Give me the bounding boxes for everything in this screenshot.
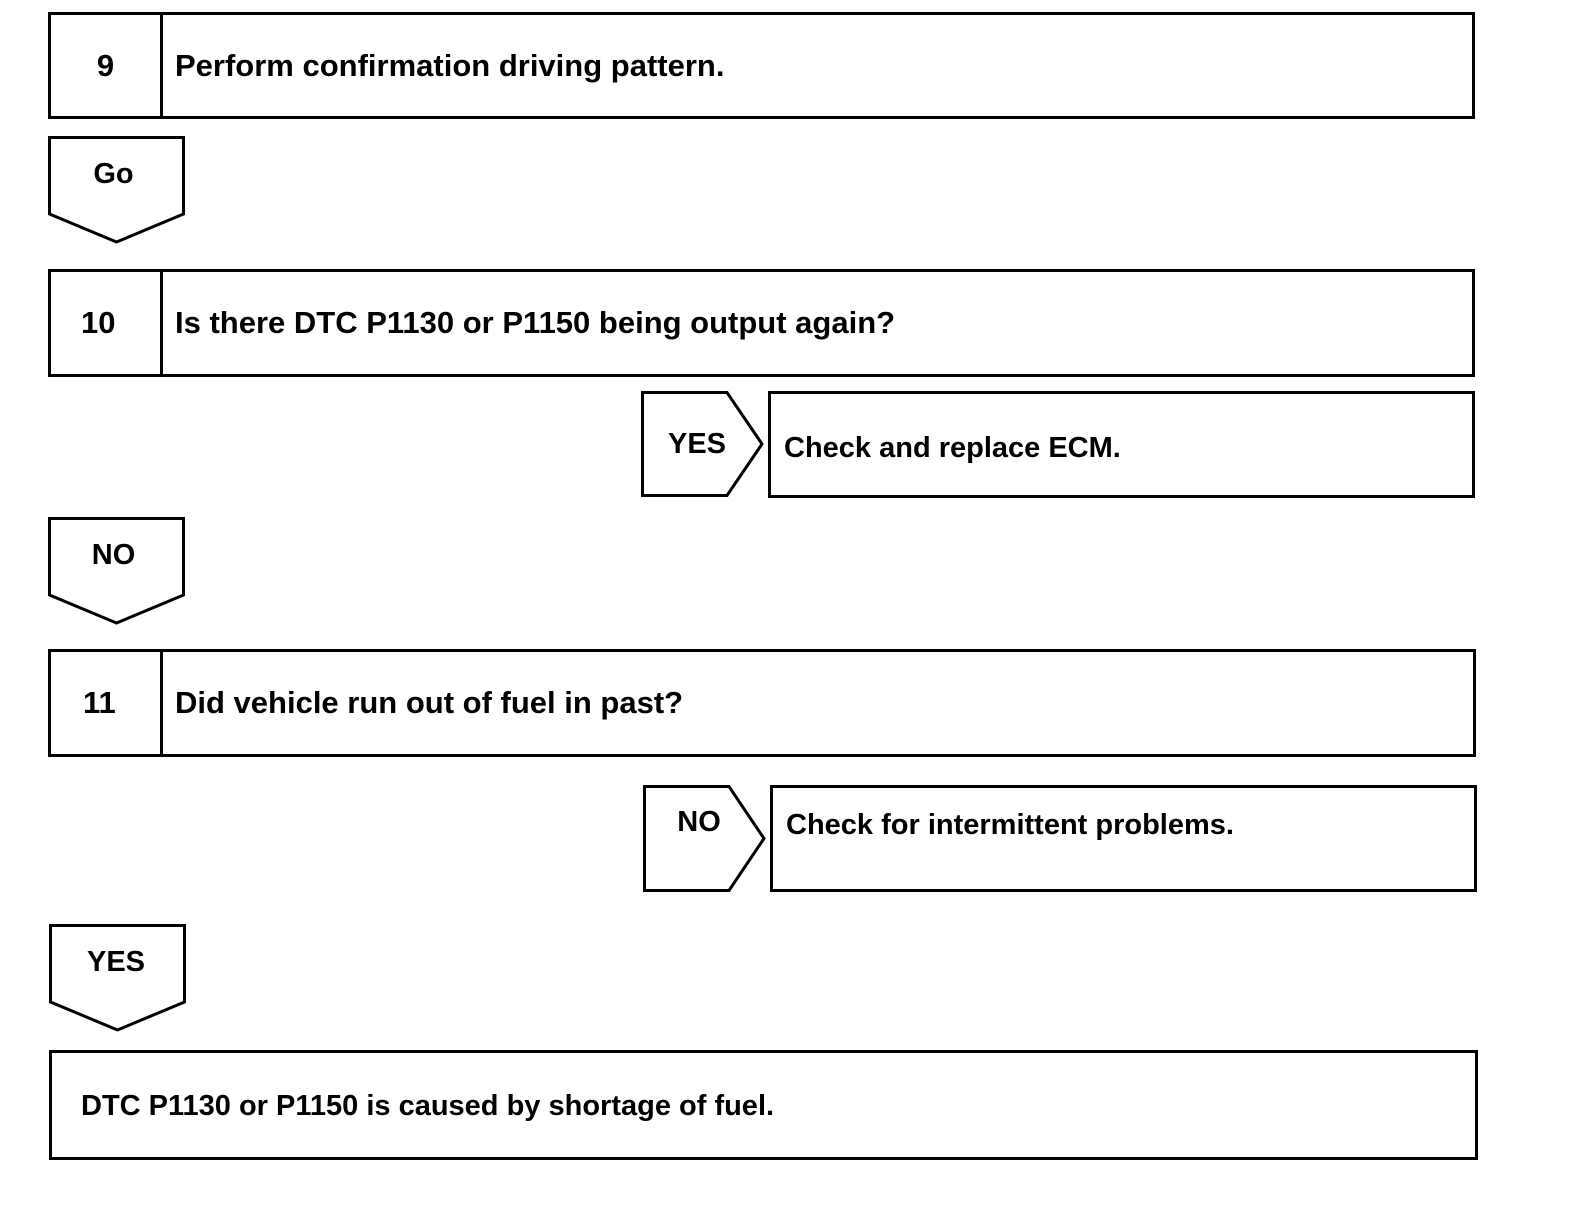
- step-number: 10: [51, 272, 163, 374]
- no-label: NO: [677, 806, 721, 838]
- down-pentagon-shape: [48, 517, 185, 625]
- yes-label: YES: [667, 428, 727, 460]
- result-text: Check and replace ECM.: [784, 432, 1121, 464]
- step-11-box: 11 Did vehicle run out of fuel in past?: [48, 649, 1476, 757]
- step-number: 11: [51, 652, 163, 754]
- down-pentagon-shape: [49, 924, 186, 1032]
- intermittent-problems-result-box: Check for intermittent problems.: [770, 785, 1477, 892]
- no-right-arrow: NO: [643, 785, 767, 892]
- step-text: Is there DTC P1130 or P1150 being output…: [175, 305, 896, 340]
- step-number: 9: [51, 15, 163, 116]
- right-pentagon-shape: [641, 391, 764, 497]
- yes-label: YES: [86, 946, 146, 978]
- yes-right-arrow: YES: [641, 391, 765, 497]
- right-pentagon-shape: [643, 785, 766, 892]
- replace-ecm-result-box: Check and replace ECM.: [768, 391, 1475, 498]
- result-text: Check for intermittent problems.: [786, 809, 1234, 841]
- go-down-arrow: Go: [48, 136, 185, 244]
- yes-down-arrow: YES: [49, 924, 186, 1032]
- no-down-arrow: NO: [48, 517, 185, 625]
- step-9-box: 9 Perform confirmation driving pattern.: [48, 12, 1475, 119]
- fuel-shortage-result-box: DTC P1130 or P1150 is caused by shortage…: [49, 1050, 1478, 1160]
- result-text: DTC P1130 or P1150 is caused by shortage…: [81, 1090, 775, 1122]
- step-10-box: 10 Is there DTC P1130 or P1150 being out…: [48, 269, 1475, 377]
- step-text: Did vehicle run out of fuel in past?: [175, 685, 684, 720]
- no-label: NO: [91, 539, 136, 571]
- step-text: Perform confirmation driving pattern.: [175, 47, 725, 83]
- go-label: Go: [93, 158, 134, 190]
- down-pentagon-shape: [48, 136, 185, 244]
